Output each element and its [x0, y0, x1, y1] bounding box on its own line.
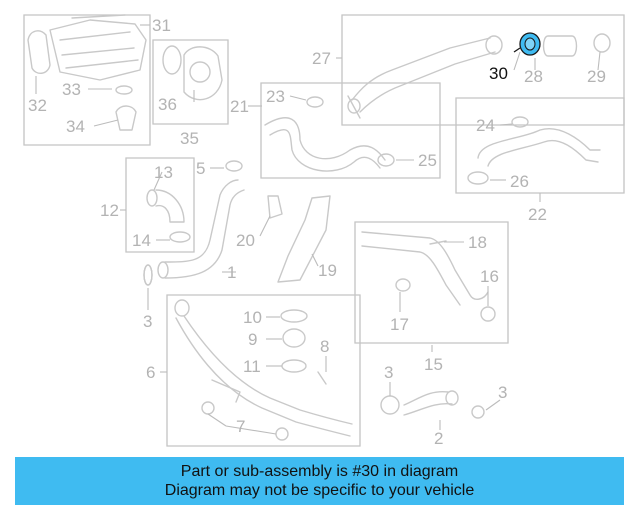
group-box-35 [152, 39, 229, 125]
callout-26: 26 [510, 172, 529, 191]
elbow-13-sketch [146, 189, 191, 243]
group-box-31 [23, 14, 151, 146]
callout-10: 10 [243, 308, 262, 327]
callout-23: 23 [266, 87, 285, 106]
sleeve-28-sketch [542, 35, 578, 57]
group-box-15 [354, 221, 509, 344]
callout-1: 1 [227, 263, 236, 282]
callout-3-right: 3 [498, 383, 507, 402]
pipe-19-sketch [267, 195, 331, 283]
group-box-27 [341, 14, 625, 126]
callout-13: 13 [154, 163, 173, 182]
callout-15: 15 [424, 355, 443, 374]
group-box-6 [166, 294, 361, 447]
oring-3-left-sketch [143, 264, 153, 286]
callout-16: 16 [480, 267, 499, 286]
callout-17: 17 [390, 315, 409, 334]
callout-8: 8 [320, 337, 329, 356]
callout-33: 33 [62, 80, 81, 99]
pipe-6-sketch [174, 299, 353, 441]
callout-9: 9 [248, 330, 257, 349]
callout-18: 18 [468, 233, 487, 252]
group-box-22 [455, 97, 625, 194]
callout-24: 24 [476, 116, 495, 135]
group-box-12 [125, 157, 195, 253]
callout-29: 29 [587, 67, 606, 86]
throttle-body-sketch [162, 45, 223, 101]
callout-32: 32 [28, 96, 47, 115]
hose-22-sketch [467, 116, 601, 185]
charge-pipe-sketch [347, 35, 503, 119]
callout-36: 36 [158, 95, 177, 114]
footer-line-part-info: Part or sub-assembly is #30 in diagram [180, 463, 459, 480]
callout-30-highlighted: 30 [489, 64, 508, 83]
callout-35: 35 [180, 129, 199, 148]
callout-12: 12 [100, 201, 119, 220]
callout-25: 25 [418, 151, 437, 170]
callout-22: 22 [528, 205, 547, 224]
callout-7: 7 [236, 417, 245, 436]
callout-2: 2 [434, 429, 443, 448]
callout-28: 28 [524, 67, 543, 86]
bolts-33-34 [115, 85, 137, 131]
intake-manifold-sketch [27, 14, 147, 81]
callout-27: 27 [312, 49, 331, 68]
hose-2-sketch [380, 390, 485, 419]
group-box-21 [260, 82, 441, 179]
clamp-29-sketch [593, 33, 611, 53]
callout-20: 20 [236, 231, 255, 250]
callout-34: 34 [66, 117, 85, 136]
callout-14: 14 [132, 231, 151, 250]
hose-21-sketch [264, 96, 395, 172]
footer-line-disclaimer: Diagram may not be specific to your vehi… [164, 482, 475, 499]
callout-3-left: 3 [143, 312, 152, 331]
callout-numbers: 31 32 33 34 36 35 27 30 28 29 23 21 25 2… [28, 16, 606, 448]
callout-5: 3 [384, 363, 393, 382]
footer-banner: Part or sub-assembly is #30 in diagram D… [15, 457, 624, 505]
callout-31: 31 [152, 16, 171, 35]
callout-6: 6 [146, 363, 155, 382]
callout-11: 11 [243, 357, 261, 376]
callout-4: 5 [196, 159, 205, 178]
callout-19: 19 [318, 261, 337, 280]
pipe-15-sketch [361, 231, 496, 322]
clamp-30-highlighted [513, 32, 541, 56]
leader-lines [35, 24, 601, 435]
callout-21: 21 [230, 97, 249, 116]
